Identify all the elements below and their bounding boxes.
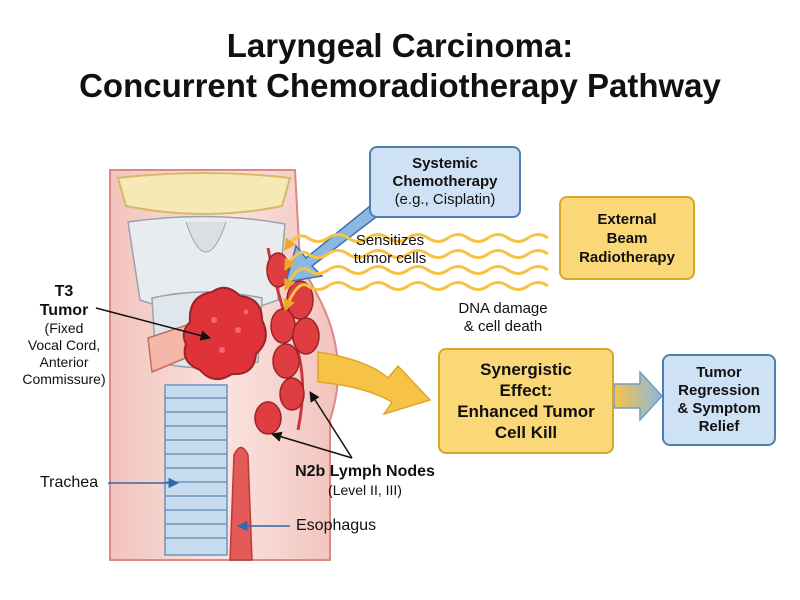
tumor-texture	[243, 309, 249, 315]
chemo-line-1: Systemic	[412, 155, 478, 172]
synergy-line-4: Cell Kill	[494, 423, 558, 442]
lymph-node	[279, 377, 305, 411]
radio-line-2: Beam	[606, 229, 648, 247]
sensitizes-label: Sensitizes tumor cells	[344, 232, 436, 268]
cartilage-notch	[185, 221, 227, 253]
chemo-line-2: Chemotherapy	[392, 173, 498, 190]
tumor-line-5: Anterior	[39, 354, 89, 370]
lymph-pointer-2	[270, 431, 353, 459]
tumor-line-4: Vocal Cord,	[27, 337, 101, 353]
tumor-line-2: Tumor	[39, 302, 89, 319]
regression-line-1: Tumor	[696, 364, 742, 381]
esophagus-label: Esophagus	[296, 517, 377, 534]
tumor-line-3: (Fixed	[44, 320, 84, 336]
tumor-label: T3 Tumor (Fixed Vocal Cord, Anterior Com…	[14, 282, 114, 388]
lymph-line-2: (Level II, III)	[328, 482, 402, 498]
chemotherapy-box: Systemic Chemotherapy (e.g., Cisplatin)	[369, 146, 521, 218]
lymph-line-1: N2b Lymph Nodes	[295, 463, 435, 480]
hyoid-bone	[116, 172, 292, 215]
tumor-texture	[211, 317, 217, 323]
radio-line-3: Radiotherapy	[579, 248, 675, 266]
synergy-box: Synergistic Effect: Enhanced Tumor Cell …	[438, 348, 614, 454]
regression-box: Tumor Regression & Symptom Relief	[662, 354, 776, 446]
lymph-pointer-1	[309, 391, 353, 459]
regression-line-2: Regression	[678, 382, 760, 399]
dna-line-1: DNA damage	[458, 300, 548, 317]
regression-arrow	[613, 370, 664, 422]
radiation-beams	[283, 233, 549, 312]
radio-line-1: External	[597, 210, 657, 228]
synergy-arrow	[317, 351, 432, 416]
lymph-node	[270, 308, 296, 344]
title-line-1: Laryngeal Carcinoma:	[226, 27, 574, 64]
regression-line-3: & Symptom	[677, 400, 761, 417]
dna-line-2: & cell death	[463, 318, 543, 335]
page-title: Laryngeal Carcinoma: Concurrent Chemorad…	[0, 26, 800, 106]
lymph-node	[292, 317, 320, 355]
tumor-texture	[235, 327, 241, 333]
tumor-mass	[182, 286, 267, 381]
radiotherapy-box: External Beam Radiotherapy	[559, 196, 695, 280]
lymph-nodes-label: N2b Lymph Nodes (Level II, III)	[290, 462, 440, 499]
lymph-node	[254, 401, 282, 435]
esophagus	[229, 446, 253, 561]
synergy-line-3: Enhanced Tumor	[457, 402, 595, 421]
tumor-line-6: Commissure)	[22, 371, 106, 387]
chemo-line-3: (e.g., Cisplatin)	[394, 191, 496, 208]
tumor-line-1: T3	[54, 283, 74, 300]
trachea-label: Trachea	[40, 474, 99, 491]
dna-damage-label: DNA damage & cell death	[448, 300, 558, 336]
tumor-pointer	[95, 307, 212, 341]
trachea	[164, 384, 228, 556]
synergy-line-2: Effect:	[499, 381, 553, 400]
lymph-node	[272, 343, 300, 379]
trachea-rings	[165, 397, 227, 539]
sensitizes-line-2: tumor cells	[353, 250, 427, 267]
sensitizes-line-1: Sensitizes	[355, 232, 425, 249]
regression-line-4: Relief	[698, 418, 740, 435]
synergy-line-1: Synergistic	[480, 360, 572, 379]
tumor-texture	[219, 347, 225, 353]
title-line-2: Concurrent Chemoradiotherapy Pathway	[79, 67, 721, 104]
lymph-nodes	[254, 252, 320, 435]
